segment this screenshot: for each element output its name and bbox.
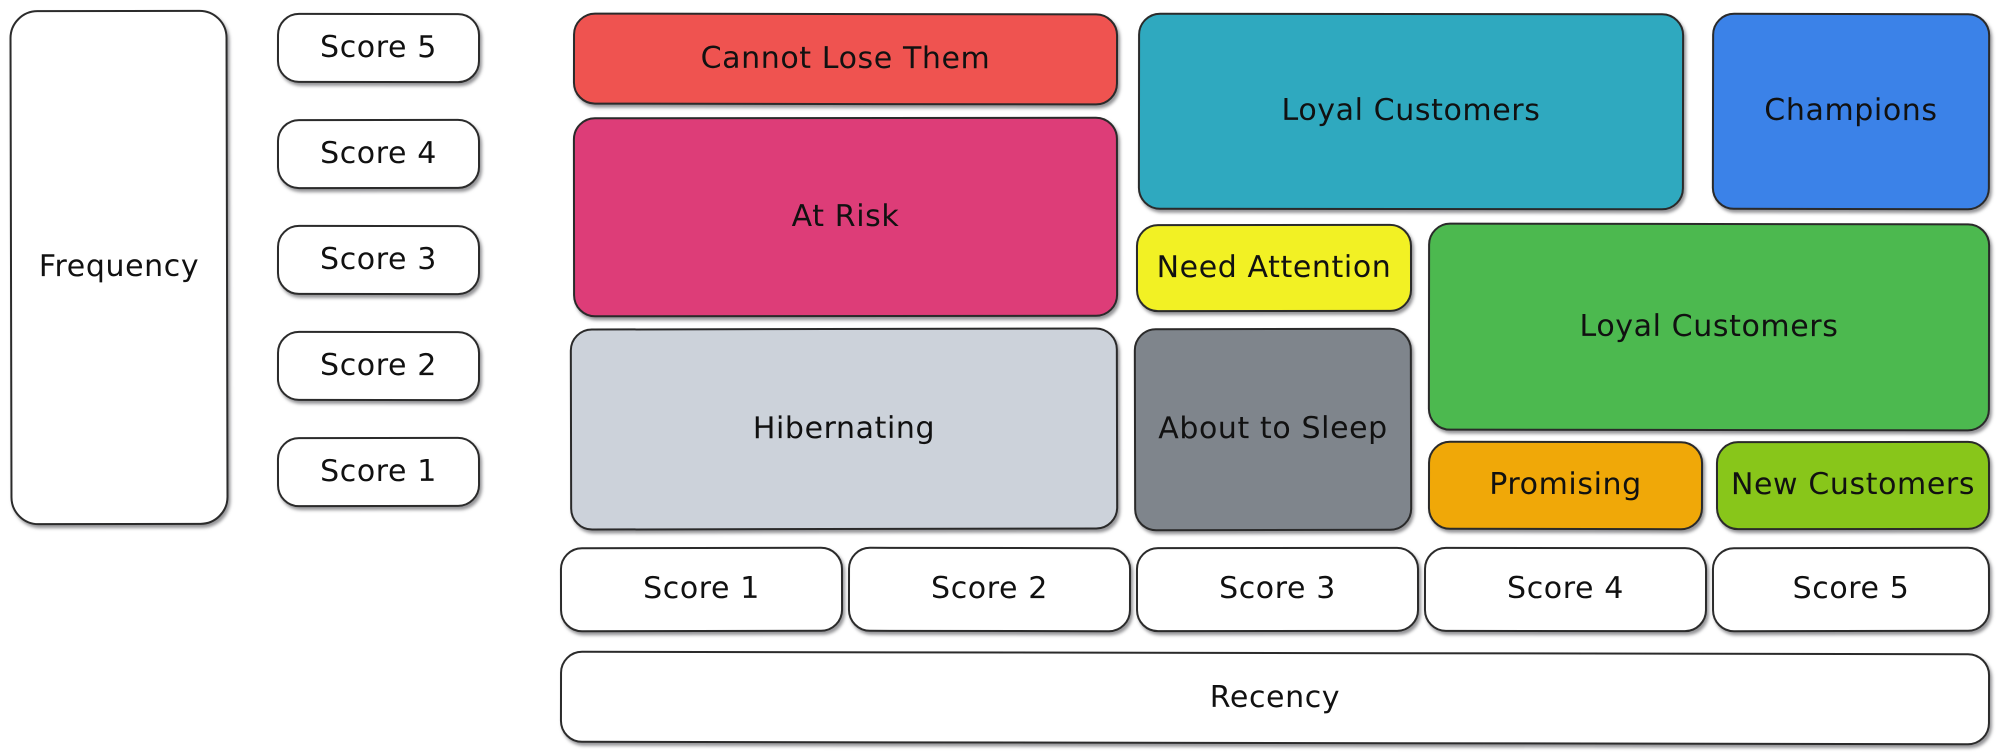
frequency-score-2-box[interactable]: Score 2 <box>276 330 481 402</box>
segment-about-to-sleep-label: About to Sleep <box>1158 411 1388 447</box>
frequency-score-3-box[interactable]: Score 3 <box>276 224 481 296</box>
frequency-score-4-box[interactable]: Score 4 <box>276 118 481 190</box>
frequency-score-4-label: Score 4 <box>320 135 437 171</box>
segment-about-to-sleep[interactable]: About to Sleep <box>1133 327 1413 532</box>
segment-cannot-lose-them-label: Cannot Lose Them <box>700 40 991 77</box>
segment-need-attention[interactable]: Need Attention <box>1135 223 1413 313</box>
frequency-axis-label-box: Frequency <box>9 9 229 526</box>
segment-loyal-customers-teal[interactable]: Loyal Customers <box>1137 12 1685 211</box>
segment-need-attention-label: Need Attention <box>1156 249 1392 285</box>
segment-hibernating[interactable]: Hibernating <box>569 327 1119 531</box>
frequency-score-1-label: Score 1 <box>320 453 437 489</box>
recency-score-5-label: Score 5 <box>1792 571 1910 607</box>
segment-hibernating-label: Hibernating <box>752 410 936 446</box>
segment-at-risk-label: At Risk <box>791 198 900 234</box>
recency-score-1-label: Score 1 <box>643 571 760 607</box>
segment-champions[interactable]: Champions <box>1711 12 1991 211</box>
segment-at-risk[interactable]: At Risk <box>572 116 1119 318</box>
frequency-score-5-label: Score 5 <box>320 29 437 65</box>
segment-loyal-customers-green-label: Loyal Customers <box>1579 308 1839 344</box>
recency-score-5-box[interactable]: Score 5 <box>1711 546 1991 633</box>
frequency-axis-label: Frequency <box>38 249 200 285</box>
segment-champions-label: Champions <box>1764 93 1938 129</box>
recency-score-4-box[interactable]: Score 4 <box>1423 546 1708 633</box>
recency-axis-label-box: Recency <box>559 650 1991 746</box>
segment-loyal-customers-green[interactable]: Loyal Customers <box>1427 222 1991 432</box>
frequency-score-5-box[interactable]: Score 5 <box>276 12 481 84</box>
frequency-score-3-label: Score 3 <box>320 241 437 277</box>
frequency-score-1-box[interactable]: Score 1 <box>276 436 481 508</box>
segment-promising-label: Promising <box>1489 467 1642 503</box>
frequency-score-2-label: Score 2 <box>320 347 437 383</box>
recency-score-3-box[interactable]: Score 3 <box>1135 546 1420 633</box>
segment-new-customers-label: New Customers <box>1730 467 1976 503</box>
segment-promising[interactable]: Promising <box>1427 440 1704 531</box>
recency-score-3-label: Score 3 <box>1219 571 1336 607</box>
recency-score-4-label: Score 4 <box>1507 571 1624 607</box>
recency-score-2-box[interactable]: Score 2 <box>847 546 1132 633</box>
segment-loyal-customers-teal-label: Loyal Customers <box>1281 93 1541 129</box>
recency-axis-label: Recency <box>1209 679 1341 715</box>
segment-new-customers[interactable]: New Customers <box>1715 440 1991 531</box>
recency-score-2-label: Score 2 <box>931 571 1048 607</box>
recency-score-1-box[interactable]: Score 1 <box>559 546 844 633</box>
segment-cannot-lose-them[interactable]: Cannot Lose Them <box>572 12 1119 106</box>
